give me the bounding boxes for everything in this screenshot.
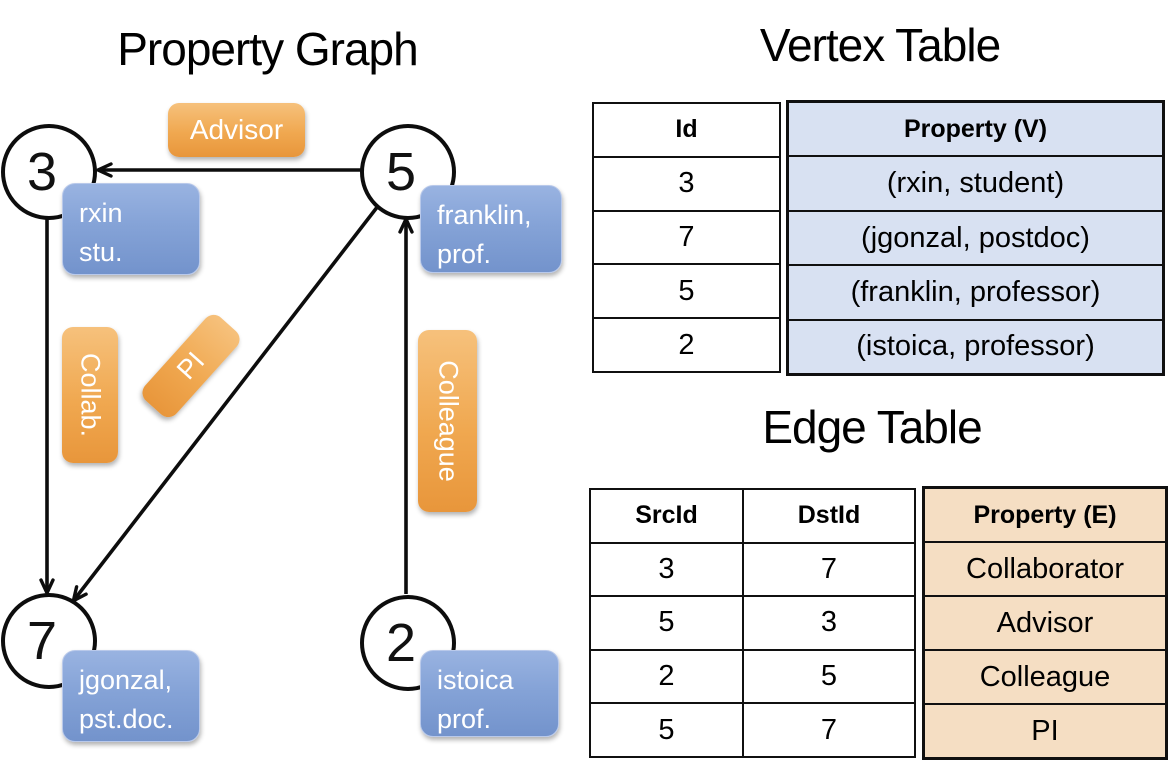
edge-dstid-cell: 7 bbox=[820, 713, 838, 746]
node-3-id: 3 bbox=[26, 142, 58, 202]
edge-label-advisor: Advisor bbox=[168, 103, 305, 157]
node-7-prop-line1: jgonzal, bbox=[79, 665, 173, 695]
edge-label-collab: Collab. bbox=[62, 327, 118, 463]
vertex-property-cell: (jgonzal, postdoc) bbox=[789, 212, 1162, 267]
graph-edges-layer bbox=[39, 162, 414, 605]
edge-srcid-cell: 2 bbox=[591, 650, 744, 703]
edge-label-colleague: Colleague bbox=[418, 330, 477, 512]
vertex-id-cell: 7 bbox=[594, 212, 779, 266]
collab-label-text: Collab. bbox=[75, 352, 106, 438]
edge-srcid-cell: 5 bbox=[591, 597, 744, 649]
node-2-id: 2 bbox=[385, 613, 417, 673]
colleague-label-text: Colleague bbox=[433, 360, 463, 482]
edge-srcid-cell: 5 bbox=[591, 704, 744, 756]
node-3-prop-line2: stu. bbox=[79, 237, 123, 268]
edge-dstid-cell: 3 bbox=[820, 606, 838, 639]
node-5-prop-line1: franklin, bbox=[437, 200, 532, 230]
vertex-id-cell: 3 bbox=[594, 158, 779, 212]
vertex-table-property-column: Property (V) (rxin, student) (jgonzal, p… bbox=[786, 100, 1165, 376]
edge-property-header: Property (E) bbox=[925, 489, 1165, 543]
node-3-prop-line1: rxin bbox=[79, 198, 123, 228]
node-2-property-card: istoica prof. bbox=[420, 650, 559, 737]
node-5-property-card: franklin, prof. bbox=[420, 185, 562, 273]
edge-pi-arrow bbox=[70, 204, 380, 605]
graph-node-2: 2 bbox=[360, 595, 456, 691]
vertex-property-cell: (rxin, student) bbox=[789, 157, 1162, 212]
vertex-table-title: Vertex Table bbox=[759, 19, 1001, 71]
edge-table-title: Edge Table bbox=[762, 401, 982, 453]
property-graph-title: Property Graph bbox=[117, 23, 418, 75]
edge-property-cell: Colleague bbox=[925, 651, 1165, 705]
vertex-property-header: Property (V) bbox=[789, 103, 1162, 158]
edge-srcid-cell: 3 bbox=[591, 543, 744, 596]
vertex-table-id-column: Id 3 7 5 2 bbox=[592, 102, 781, 373]
node-7-prop-line2: pst.doc. bbox=[79, 704, 174, 735]
vertex-id-cell: 2 bbox=[678, 328, 695, 361]
vertex-id-header: Id bbox=[594, 104, 779, 158]
edge-property-cell: PI bbox=[1031, 714, 1059, 747]
edge-table-id-columns: SrcId DstId 3 7 5 3 2 5 5 7 bbox=[589, 488, 916, 758]
advisor-label-text: Advisor bbox=[189, 114, 284, 145]
edge-dstid-cell: 7 bbox=[820, 552, 838, 585]
node-2-prop-line1: istoica bbox=[437, 665, 514, 695]
node-7-id: 7 bbox=[26, 611, 58, 671]
vertex-property-cell: (franklin, professor) bbox=[789, 266, 1162, 321]
vertex-property-cell: (istoica, professor) bbox=[856, 330, 1095, 363]
edge-property-cell: Advisor bbox=[925, 597, 1165, 651]
edge-property-cell: Collaborator bbox=[925, 543, 1165, 597]
node-5-prop-line2: prof. bbox=[437, 239, 492, 270]
edge-dstid-cell: 5 bbox=[820, 660, 838, 693]
edge-dstid-header: DstId bbox=[797, 501, 861, 530]
node-7-property-card: jgonzal, pst.doc. bbox=[62, 650, 200, 742]
node-3-property-card: rxin stu. bbox=[62, 183, 200, 275]
pi-label-text: PI bbox=[170, 346, 211, 386]
edge-srcid-header: SrcId bbox=[591, 490, 744, 542]
vertex-id-cell: 5 bbox=[594, 265, 779, 320]
node-2-prop-line2: prof. bbox=[437, 704, 492, 735]
node-5-id: 5 bbox=[385, 142, 417, 202]
edge-table-property-column: Property (E) Collaborator Advisor Collea… bbox=[922, 486, 1168, 760]
